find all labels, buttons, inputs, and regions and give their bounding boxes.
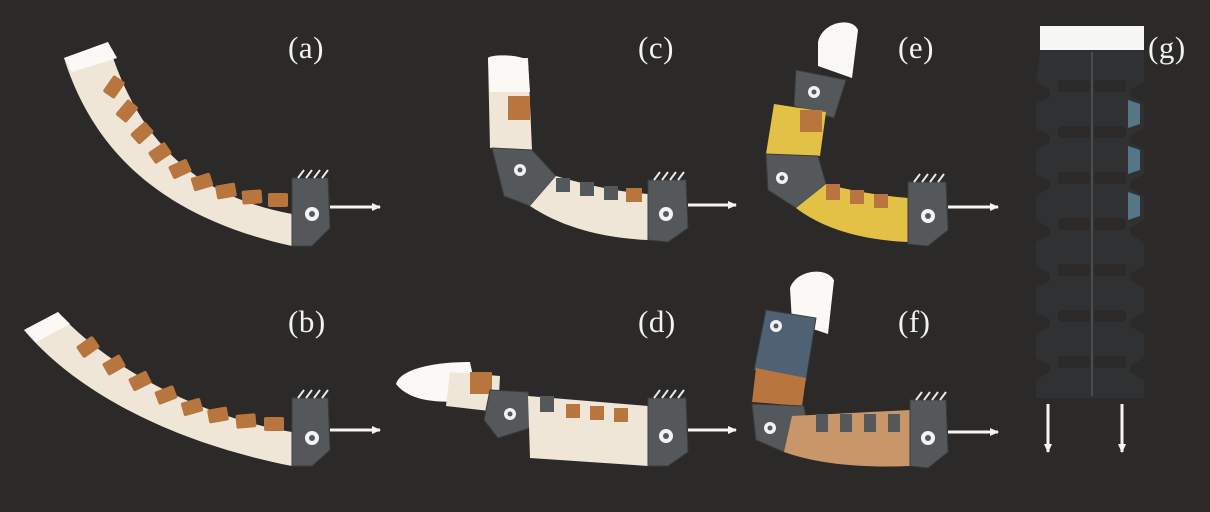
panel-d-base-joint bbox=[647, 389, 689, 467]
panel-d-finger bbox=[396, 362, 648, 466]
panel-label-e: (e) bbox=[898, 30, 934, 65]
panel-f-base-joint bbox=[909, 391, 949, 469]
panel-g-straight-finger bbox=[1036, 26, 1144, 398]
panel-c-finger bbox=[488, 55, 648, 240]
panel-label-a: (a) bbox=[288, 30, 324, 65]
panel-label-b: (b) bbox=[288, 304, 326, 339]
panel-c-base-joint bbox=[647, 171, 689, 243]
panel-a-finger bbox=[64, 42, 292, 246]
panel-e-base-joint bbox=[907, 173, 949, 247]
panel-f-finger bbox=[751, 271, 910, 467]
panel-label-d: (d) bbox=[638, 304, 676, 339]
panel-b-finger bbox=[24, 312, 292, 466]
panel-a-base-joint bbox=[291, 169, 331, 247]
panel-e-finger bbox=[765, 22, 908, 242]
panel-label-c: (c) bbox=[638, 30, 674, 65]
panel-label-g: (g) bbox=[1148, 30, 1186, 65]
panel-b-base-joint bbox=[291, 389, 331, 467]
panel-label-f: (f) bbox=[898, 304, 931, 339]
